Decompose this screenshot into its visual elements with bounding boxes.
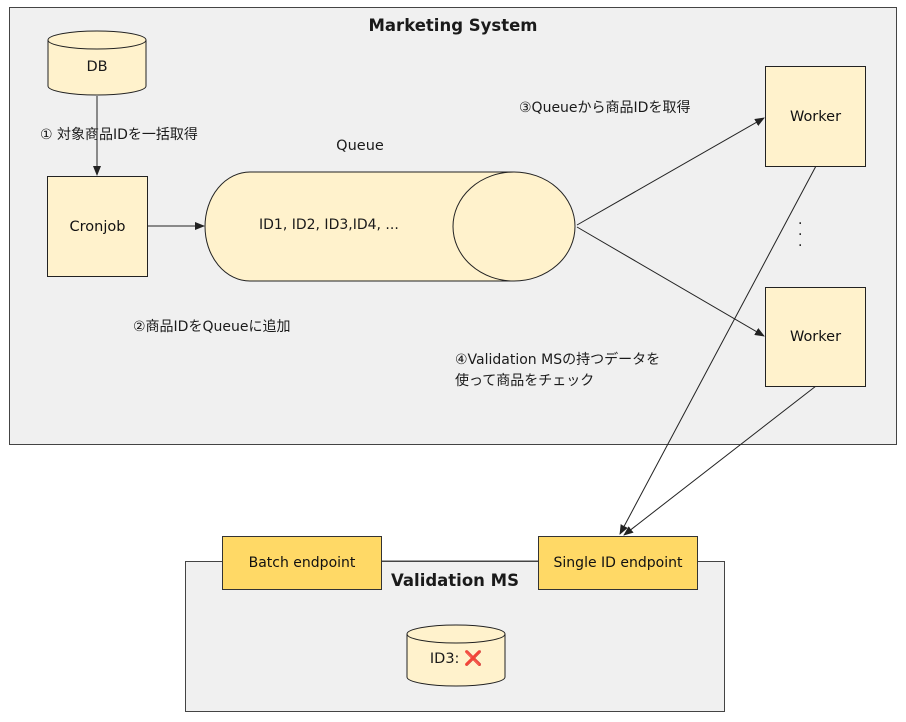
cross-mark-icon: ❌: [464, 651, 483, 667]
single-id-endpoint-label: Single ID endpoint: [553, 555, 683, 571]
step4-note-line1: ④Validation MSの持つデータを: [455, 352, 661, 368]
batch-endpoint-box: Batch endpoint: [222, 536, 382, 590]
db-cylinder: [47, 30, 147, 96]
arrow-worker1-to-single-endpoint: [619, 165, 817, 535]
store-id-text: ID3:: [429, 651, 465, 667]
single-id-endpoint-box: Single ID endpoint: [538, 536, 698, 590]
batch-endpoint-label: Batch endpoint: [248, 555, 356, 571]
arrow-queue-to-worker1: [576, 117, 765, 226]
cronjob-label: Cronjob: [69, 218, 126, 235]
validation-ms-title: Validation MS: [391, 571, 519, 590]
worker-label: Worker: [789, 329, 842, 345]
queue-title: Queue: [336, 138, 384, 154]
arrow-worker2-to-single-endpoint: [623, 385, 817, 536]
step1-note: ① 対象商品IDを一括取得: [40, 127, 198, 143]
marketing-system-title: Marketing System: [368, 16, 538, 35]
cronjob-box: Cronjob: [47, 176, 148, 277]
worker-ellipsis: . . .: [798, 212, 803, 250]
db-label: DB: [86, 59, 108, 75]
arrow-queue-to-worker2: [576, 226, 765, 337]
worker-box: Worker: [765, 287, 866, 387]
validation-store-label: ID3: ❌: [407, 650, 505, 667]
worker-label: Worker: [789, 108, 842, 125]
validation-store-cylinder: [406, 624, 506, 687]
step3-note: ③Queueから商品IDを取得: [519, 100, 691, 116]
queue-cylinder: [204, 171, 576, 282]
worker-box: Worker: [765, 66, 866, 167]
queue-content: ID1, ID2, ID3,ID4, ...: [259, 217, 399, 233]
step4-note-line2: 使って商品をチェック: [455, 373, 595, 389]
step2-note: ②商品IDをQueueに追加: [133, 319, 291, 335]
